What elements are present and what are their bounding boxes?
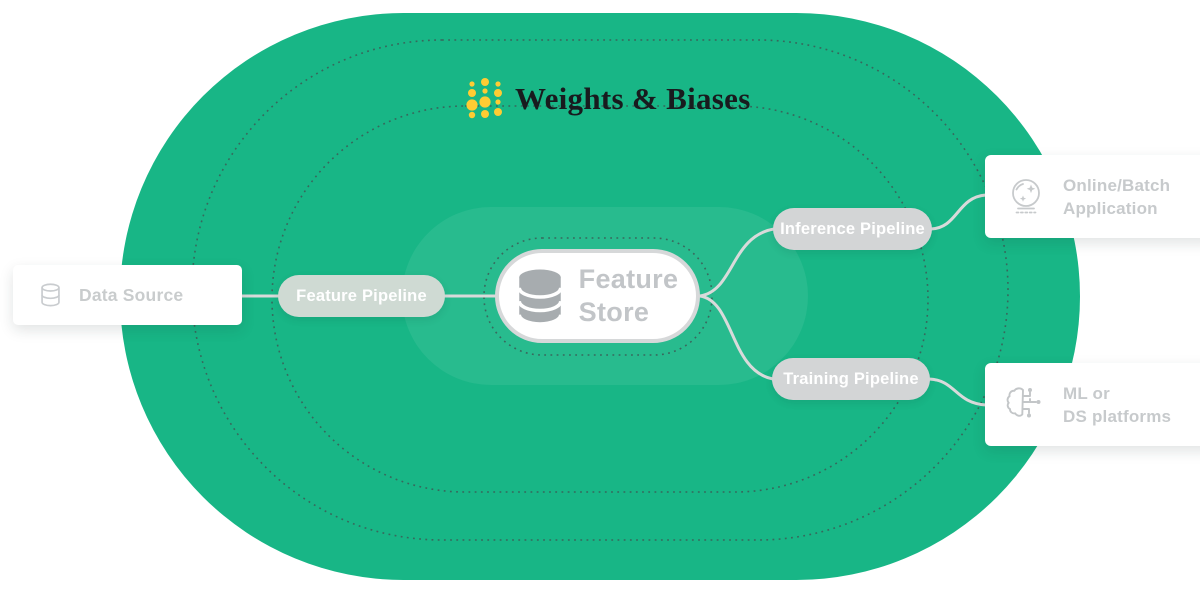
dotted-ring-middle (271, 105, 929, 493)
database-outline-icon (41, 282, 60, 306)
wandb-logo: Weights & Biases (466, 76, 751, 122)
connector-training-mlds (927, 377, 988, 407)
connector-inference-onlinebatch (929, 193, 988, 231)
data-source-node: Data Source (13, 265, 242, 325)
ml-ds-label: ML or DS platforms (1063, 382, 1171, 428)
online-batch-label-line1: Online/Batch (1063, 175, 1171, 195)
crystal-ball-icon (1012, 178, 1040, 213)
feature-pipeline-label: Feature Pipeline (296, 286, 427, 305)
ml-ds-label-line2: DS platforms (1063, 406, 1172, 426)
online-batch-label-line2: Application (1063, 198, 1158, 218)
inference-pipeline-label: Inference Pipeline (780, 219, 925, 238)
feature-store-node: Feature Store (495, 249, 700, 343)
online-batch-label: Online/Batch Application (1063, 174, 1170, 220)
training-pipeline-node: Training Pipeline (772, 358, 930, 400)
connector-featurestore-training (698, 294, 775, 381)
ml-ds-platforms-node: ML or DS platforms (985, 363, 1200, 446)
feature-store-label-line2: Store (578, 297, 650, 327)
database-solid-icon (517, 269, 563, 324)
feature-store-label: Feature Store (579, 263, 679, 329)
training-pipeline-label: Training Pipeline (783, 369, 919, 388)
ml-ds-label-line1: ML or (1063, 383, 1110, 403)
wandb-logo-text: Weights & Biases (515, 81, 751, 116)
dotted-ring-outer (191, 39, 1009, 541)
feature-store-label-line1: Feature (578, 264, 679, 294)
online-batch-application-node: Online/Batch Application (985, 155, 1200, 238)
dotted-ring-feature-store (483, 237, 713, 356)
data-source-label: Data Source (79, 284, 184, 305)
feature-pipeline-node: Feature Pipeline (278, 275, 445, 317)
inference-pipeline-node: Inference Pipeline (773, 208, 932, 250)
brain-circuit-icon (1006, 386, 1041, 417)
connector-featurestore-inference (698, 227, 776, 298)
wandb-dots-icon (466, 78, 502, 119)
